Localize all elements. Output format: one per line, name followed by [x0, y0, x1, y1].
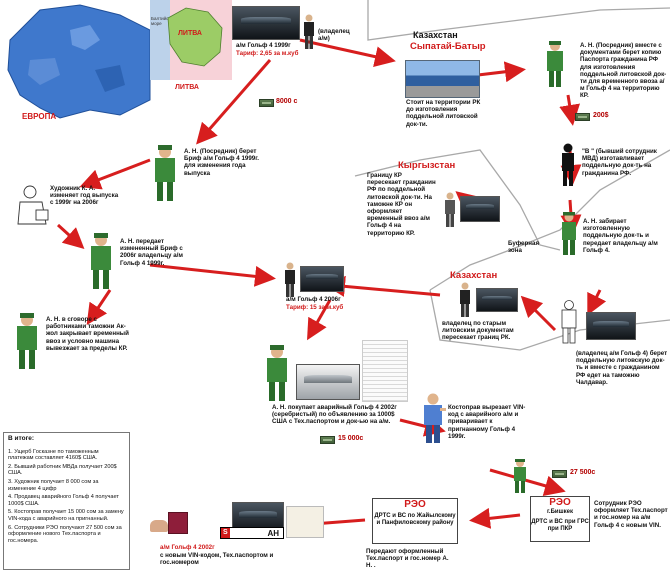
mediator-top-text: А. Н. (Посредник) вместе с документами б…	[580, 42, 667, 100]
mediator-passes-figure-icon	[91, 233, 111, 289]
money-icon	[552, 470, 567, 478]
owner-2006-figure-icon	[285, 262, 295, 297]
passport-icon	[168, 512, 188, 534]
summary-item: 3. Художник получает 8 000 сом за измене…	[8, 478, 99, 492]
summary-item: 1. Ущерб Госказне по таможенным платежам…	[8, 448, 99, 462]
car-golf-2006-photo	[300, 266, 344, 292]
money-icon	[259, 99, 274, 107]
owner-bottom-text: (владелец а/м Гольф 4) берет поддельную …	[576, 350, 668, 386]
buys-damaged-text: А. Н. покупает аварийный Гольф 4 2002г (…	[272, 404, 397, 426]
kg-caption: Границу КР пересекает гражданин РФ по по…	[367, 172, 436, 237]
reo-bishkek-sub: г.Бишкек	[547, 509, 573, 515]
mvd-text: "В " (бывший сотрудник МВД) изготавливае…	[582, 148, 657, 177]
kz-top-country: Казахстан	[413, 30, 458, 40]
money-200-label: 200$	[593, 112, 609, 119]
reo-staff-text: Сотрудник РЭО оформляет Тех.паспорт и го…	[594, 500, 668, 529]
reo-bishkek-box: РЭО г.Бишкек ДРТС и ВС при ГРС при ПКР	[530, 496, 590, 542]
transfer-text: Передают оформленный Тех.паспорт и гос.н…	[366, 548, 449, 570]
takes-docs-text: А. Н. забирает изготовленную поддельную …	[583, 218, 658, 254]
hand-icon	[150, 520, 168, 532]
car-owner-bottom-photo	[586, 312, 636, 340]
reo-officer-figure-icon	[514, 459, 526, 493]
car-damaged-silver-photo	[296, 364, 360, 400]
mediator-passes-text: А. Н. передает измененный Бриф с 2006г в…	[120, 238, 183, 267]
license-plate: S AH	[220, 527, 284, 539]
owner-figure-icon	[304, 14, 314, 49]
money-15000-label: 15 000с	[338, 435, 364, 442]
license-plate-left: S	[221, 528, 230, 538]
summary-heading: В итоге:	[8, 435, 35, 442]
reo-district-box: РЭО ДРТС и ВС по Жайылскому и Панфиловск…	[372, 498, 458, 544]
car-golf-1999-tariff: Тариф: 2,65 за м.куб	[236, 50, 299, 57]
final-car-black-text: с новым VIN-кодом, Тех.паспортом и гос.н…	[160, 552, 274, 567]
owner-bottom-figure-icon	[561, 300, 577, 344]
car-golf-2006-tariff: Тариф: 15 за м.куб	[286, 304, 344, 311]
artist-figure-icon	[17, 185, 49, 225]
money-27500-label: 27 500с	[570, 469, 596, 476]
mvd-figure-icon	[562, 143, 574, 186]
lithuania-map: Балтийское море ЛИТВА	[150, 0, 232, 80]
kz-bottom-country: Казахстан	[450, 270, 498, 281]
car-kg-photo	[460, 196, 500, 222]
kg-country: Кыргызстан	[398, 160, 456, 171]
europe-map: ЕВРОПА	[0, 0, 153, 128]
mediator-takes-docs-figure-icon	[562, 212, 576, 255]
baltic-sea	[150, 0, 170, 80]
final-car-red-text: а/м Гольф 4 2002г	[160, 544, 215, 551]
bodyman-figure-icon	[424, 393, 446, 443]
summary-item: 5. Костоправ получает 15 000 сом за заме…	[8, 509, 124, 522]
mediator-left-figure-icon	[155, 145, 175, 201]
lithuania-shape	[167, 7, 223, 67]
license-plate-right: AH	[267, 528, 279, 538]
money-icon	[320, 436, 335, 444]
reo-district-title: РЭО	[404, 499, 426, 510]
customs-building-photo	[405, 60, 480, 98]
europe-label: ЕВРОПА	[22, 112, 57, 121]
summary-item: 4. Продавец аварийного Гольф 4 получает …	[8, 494, 119, 507]
kz-top-caption: Стоит на территории РК до изготовления п…	[406, 99, 481, 128]
mediator-top-figure-icon	[547, 41, 563, 87]
customs-text: А. Н. в сговоре с работниками таможни Ак…	[46, 316, 129, 352]
owner-kz-figure-icon	[460, 282, 470, 317]
kz-top-place: Сыпатай-Батыр	[410, 41, 486, 52]
mediator-left-text: А. Н. (Посредник) берет Бриф а/м Гольф 4…	[184, 148, 259, 177]
artist-text: Художник К. А. изменяет год выпуска с 19…	[50, 185, 119, 207]
car-golf-1999-label: а/м Гольф 4 1999г	[236, 42, 291, 49]
customs-mediator-figure-icon	[17, 313, 37, 369]
money-8000-label: 8000 с	[276, 98, 298, 105]
kz-bottom-caption: владелец по старым литовским документам …	[442, 320, 514, 342]
car-kz-photo	[476, 288, 518, 312]
summary-item: 6. Сотрудники РЭО получают 27 500 сом за…	[8, 524, 122, 544]
reo-district-body: ДРТС и ВС по Жайылскому и Панфиловскому …	[374, 513, 456, 526]
buffer-zone-label: Буферная зона	[508, 240, 540, 255]
europe-map-shape	[7, 4, 151, 119]
citizen-rf-figure-icon	[445, 192, 455, 227]
sea-label: Балтийское море	[151, 16, 176, 26]
money-icon	[575, 113, 590, 121]
summary-item: 2. Бывший работник МВДа получает 200$ СШ…	[8, 463, 117, 477]
summary-box: В итоге: 1. Ущерб Госказне по таможенным…	[3, 432, 130, 570]
owner-label: (владелец а/м)	[318, 28, 350, 43]
reo-bishkek-body: ДРТС и ВС при ГРС при ПКР	[531, 519, 589, 532]
final-docs-image	[286, 506, 324, 538]
reo-bishkek-title: РЭО	[549, 497, 571, 508]
lithuania-map-label: ЛИТВА	[178, 30, 202, 37]
car-golf-1999-photo	[232, 6, 300, 40]
bodyman-text: Костоправ вырезает VIN-код с аварийного …	[448, 404, 526, 440]
buyer-mediator-figure-icon	[267, 345, 287, 401]
ad-document-image	[362, 340, 408, 402]
car-golf-2006-label: а/м Гольф 4 2006г	[286, 296, 341, 303]
lithuania-caption: ЛИТВА	[175, 84, 199, 91]
